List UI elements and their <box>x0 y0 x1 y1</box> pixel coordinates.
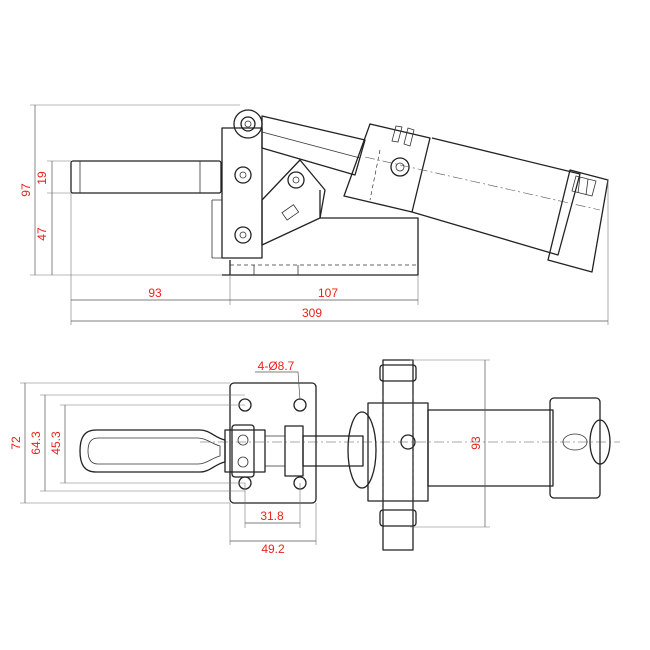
dim-mounting-holes: 4-Ø8.7 <box>258 359 295 373</box>
top-end-cap <box>549 397 611 499</box>
dimension-labels: 97 19 47 93 107 309 72 64.3 45.3 93 4-Ø8… <box>9 171 483 556</box>
dim-hole-spacing-inner: 45.3 <box>49 431 63 455</box>
side-top-pivot <box>233 109 263 139</box>
side-cylinder-body <box>364 137 601 256</box>
dim-hole-pitch: 31.8 <box>260 509 284 523</box>
dim-base-width: 49.2 <box>261 542 285 556</box>
top-cylinder-body <box>427 409 554 487</box>
top-piston-rod <box>302 435 364 467</box>
top-handle <box>79 429 226 473</box>
dim-handle-height: 19 <box>35 171 49 185</box>
dim-base-length: 107 <box>318 286 338 300</box>
dim-handle-length: 93 <box>148 286 162 300</box>
side-link-plate <box>261 159 326 246</box>
dim-base-height: 47 <box>35 227 49 241</box>
dim-overall-height: 97 <box>19 183 33 197</box>
dim-cylinder-height: 93 <box>469 436 483 450</box>
side-base <box>222 190 419 276</box>
top-linkage <box>224 424 304 478</box>
top-view <box>20 359 620 551</box>
top-clevis <box>347 359 429 551</box>
dim-overall-length: 309 <box>302 306 322 320</box>
dim-outer-width: 72 <box>9 436 23 450</box>
dim-hole-spacing-outer: 64.3 <box>29 431 43 455</box>
side-view <box>30 104 609 325</box>
side-arm <box>211 127 263 259</box>
side-piston-rod <box>261 115 366 176</box>
side-cylinder-end-cap <box>547 169 609 273</box>
side-handle <box>70 160 222 194</box>
